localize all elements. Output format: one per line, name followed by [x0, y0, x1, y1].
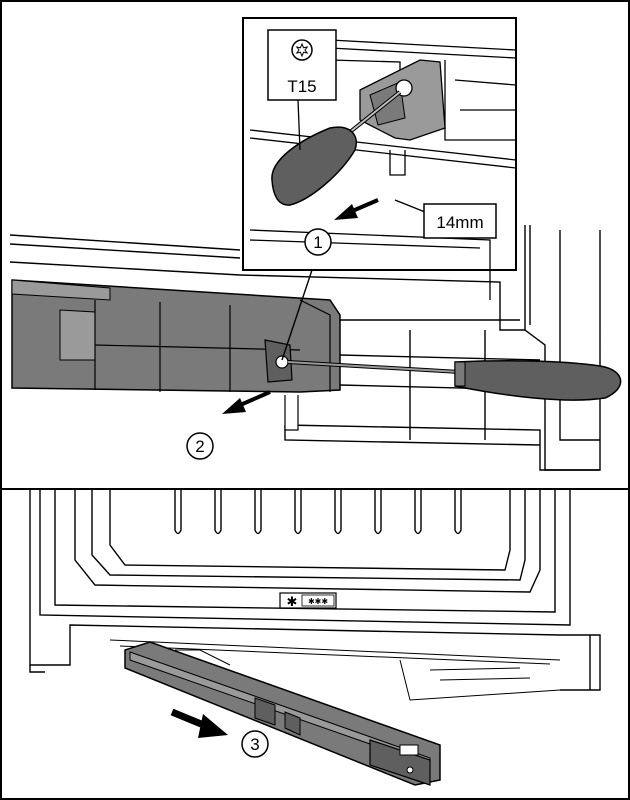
- frame-line: [339, 354, 541, 361]
- plinth-part: [11, 279, 341, 431]
- counter-edge-line: [9, 234, 241, 251]
- torx-label-box: T15: [267, 29, 337, 151]
- side-panel: [524, 225, 601, 471]
- step-3-label: 3: [250, 735, 259, 754]
- plinth-gap: [109, 639, 561, 701]
- counter-edge-line: [9, 243, 241, 259]
- freezer-four-star-icon: ✱ ✱✱✱: [279, 592, 337, 610]
- step-1-label: 1: [313, 233, 322, 252]
- pull-arrow-2: [222, 390, 271, 414]
- inset-screwdriver-handle: [271, 126, 357, 206]
- tool-size-label: T15: [287, 77, 316, 96]
- svg-text:✱✱✱: ✱✱✱: [308, 597, 328, 606]
- distance-label-box: 14mm: [394, 199, 497, 239]
- step-1-circle: [304, 228, 332, 256]
- screwdriver-handle: [454, 360, 622, 401]
- screwdriver-tool: [287, 360, 622, 401]
- base-line: [284, 424, 600, 471]
- svg-text:✱: ✱: [287, 595, 298, 610]
- counter-edge-line: [9, 261, 241, 276]
- torx-bit-icon: [291, 39, 313, 61]
- removed-rail: [124, 641, 441, 786]
- step-3-circle: [241, 730, 269, 758]
- pull-arrow-3: [170, 708, 228, 738]
- side-panel-inner: [559, 230, 600, 441]
- step-2-circle: [186, 432, 214, 460]
- distance-label: 14mm: [436, 213, 483, 232]
- tool-label-leader: [297, 99, 301, 151]
- step-2-label: 2: [195, 437, 204, 456]
- door-edge: [239, 274, 525, 331]
- bottom-panel: [29, 490, 601, 691]
